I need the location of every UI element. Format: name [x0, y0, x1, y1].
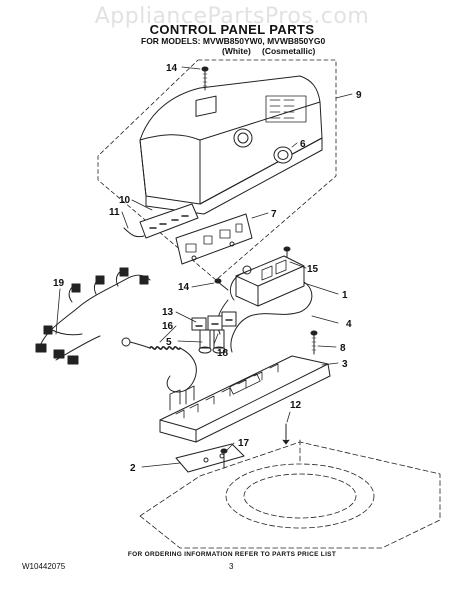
callout-3: 3 — [342, 359, 348, 370]
cord-spring — [121, 337, 197, 393]
callout-6: 6 — [300, 139, 306, 150]
page-title: CONTROL PANEL PARTS — [149, 22, 315, 37]
callout-4: 4 — [346, 319, 352, 330]
knob — [273, 146, 293, 164]
page-number: 3 — [229, 562, 234, 571]
callout-11: 11 — [109, 207, 120, 218]
console-screw — [201, 66, 209, 91]
pressure-tube — [230, 281, 313, 353]
callout-2: 2 — [130, 463, 136, 474]
callout-5: 5 — [166, 337, 172, 348]
mounting-screw — [310, 330, 318, 355]
callout-8: 8 — [340, 343, 346, 354]
main-control-module — [235, 255, 305, 307]
callout-14-top: 14 — [166, 63, 178, 74]
callout-17: 17 — [238, 438, 250, 449]
callout-12: 12 — [290, 400, 302, 411]
callout-9: 9 — [356, 90, 362, 101]
callout-14-lower: 14 — [178, 282, 190, 293]
callout-15: 15 — [307, 264, 319, 275]
variant-cosmetallic: (Cosmetallic) — [262, 46, 316, 56]
water-valve — [191, 311, 237, 354]
callout-19: 19 — [53, 278, 65, 289]
cabinet-top-outline — [139, 439, 441, 549]
mounting-bracket — [175, 443, 245, 473]
callout-10: 10 — [119, 195, 131, 206]
callout-7: 7 — [271, 209, 277, 220]
variant-white: (White) — [222, 46, 251, 56]
wire-harness — [35, 267, 151, 365]
base-screw — [282, 423, 290, 445]
ordering-note: FOR ORDERING INFORMATION REFER TO PARTS … — [127, 551, 337, 558]
leader-lines — [55, 66, 353, 468]
watermark: AppliancePartsPros.com — [94, 4, 370, 29]
callout-16: 16 — [162, 321, 174, 332]
callout-1: 1 — [342, 290, 348, 301]
module-screw — [214, 278, 229, 291]
console-base — [159, 355, 331, 443]
callout-13: 13 — [162, 307, 174, 318]
wire-lead — [123, 227, 145, 238]
model-numbers: FOR MODELS: MVWB850YW0, MVWB850YG0 — [141, 36, 326, 46]
console-shell — [139, 75, 323, 215]
document-number: W10442075 — [22, 562, 66, 571]
user-interface-board — [139, 203, 199, 239]
electronic-control-board — [175, 213, 253, 265]
callout-18: 18 — [217, 348, 229, 359]
